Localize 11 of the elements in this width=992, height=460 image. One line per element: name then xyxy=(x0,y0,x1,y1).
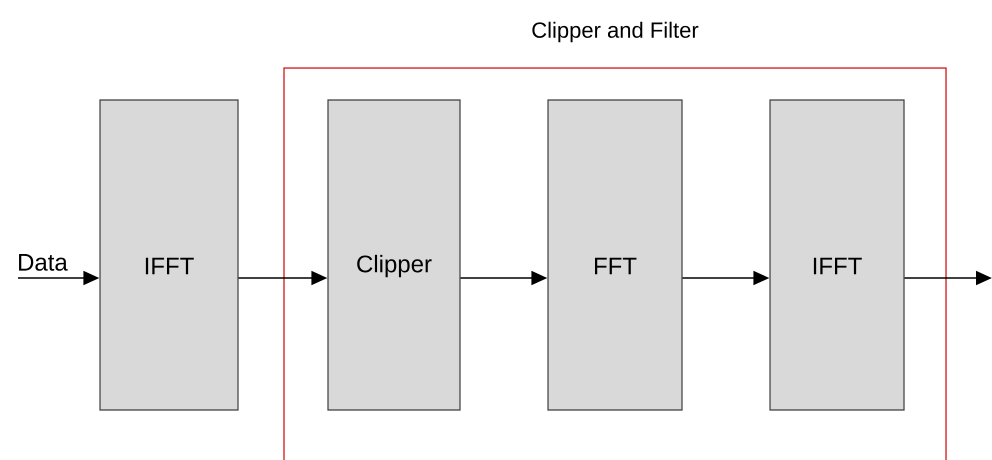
process-box xyxy=(327,99,461,411)
box-label: Clipper xyxy=(357,254,432,278)
box-label: IFFT xyxy=(146,258,194,274)
group-frame xyxy=(283,67,947,460)
process-box xyxy=(769,99,905,411)
edge-label: Data xyxy=(19,254,68,271)
group-title: Clipper and Filter xyxy=(532,22,698,42)
process-box xyxy=(99,99,239,411)
box-label: IFFT xyxy=(814,258,862,274)
process-box xyxy=(547,99,683,411)
box-label: FFT xyxy=(595,258,636,274)
